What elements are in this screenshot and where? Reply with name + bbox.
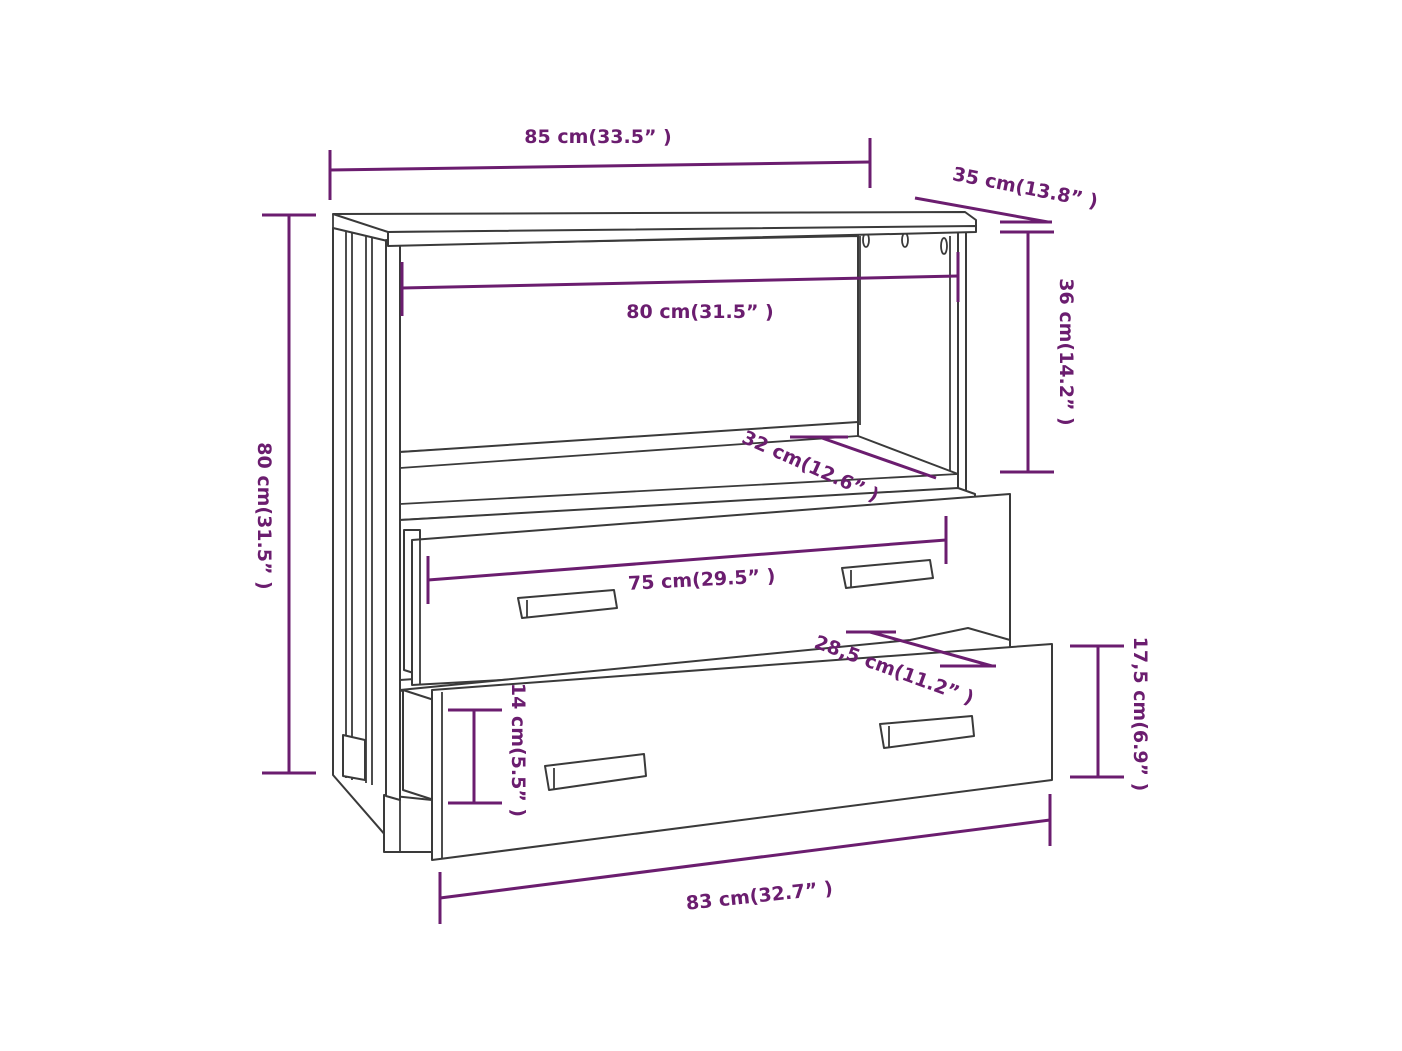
inner-width-label: 80 cm(31.5” ) [626, 301, 773, 323]
upper-drawer-handle-right [841, 559, 934, 589]
cabinet-front-stile [385, 239, 401, 801]
cabinet-open-compartment [399, 235, 859, 453]
drawer-front-height-label: 17,5 cm(6.9” ) [1129, 637, 1151, 792]
cabinet-front-leg [383, 794, 433, 853]
dimension-lines [262, 138, 1124, 924]
lower-drawer-handle-right [879, 715, 975, 749]
lower-drawer-front [431, 643, 1053, 861]
lower-drawer [399, 627, 1053, 861]
upper-drawer [399, 487, 1011, 686]
cabinet-left-front-leg [342, 734, 366, 781]
lower-drawer-handle-left [544, 753, 647, 791]
shelf-height-label: 36 cm(14.2” ) [1055, 278, 1077, 425]
overall-height-label: 80 cm(31.5” ) [253, 442, 275, 589]
overall-width-label: 85 cm(33.5” ) [524, 126, 671, 148]
cabinet-drawing [332, 211, 1053, 861]
drawer-inner-height-label: 14 cm(5.5” ) [507, 683, 529, 817]
upper-drawer-handle-left [517, 589, 618, 619]
depth-label: 35 cm(13.8” ) [951, 163, 1100, 213]
drawer-front-width-label: 83 cm(32.7” ) [685, 877, 834, 914]
